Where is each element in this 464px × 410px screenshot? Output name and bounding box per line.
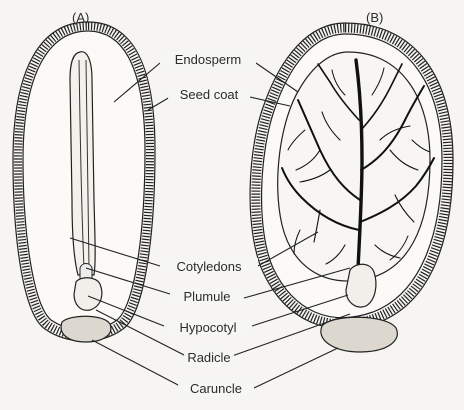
label-caruncle: Caruncle <box>190 381 242 396</box>
label-radicle: Radicle <box>187 350 230 365</box>
panel-b-cotyledons <box>278 52 430 281</box>
panel-b-letter: (B) <box>366 10 383 25</box>
panel-b-hypocotyl <box>346 264 376 307</box>
label-hypocotyl: Hypocotyl <box>179 320 236 335</box>
leader-caruncle-b <box>254 348 338 388</box>
panel-b-caruncle <box>321 317 398 352</box>
labels: Endosperm Seed coat Cotyledons Plumule H… <box>160 51 258 396</box>
label-cotyledons: Cotyledons <box>176 259 242 274</box>
label-endosperm: Endosperm <box>175 52 241 67</box>
label-seed-coat: Seed coat <box>180 87 239 102</box>
label-plumule: Plumule <box>184 289 231 304</box>
panel-a-caruncle <box>61 316 111 342</box>
leader-caruncle-a <box>92 340 180 386</box>
panel-a-seed <box>13 22 155 342</box>
panel-a-letter: (A) <box>72 10 89 25</box>
panel-b-seed <box>250 23 453 352</box>
panel-a-hypocotyl <box>74 278 102 311</box>
